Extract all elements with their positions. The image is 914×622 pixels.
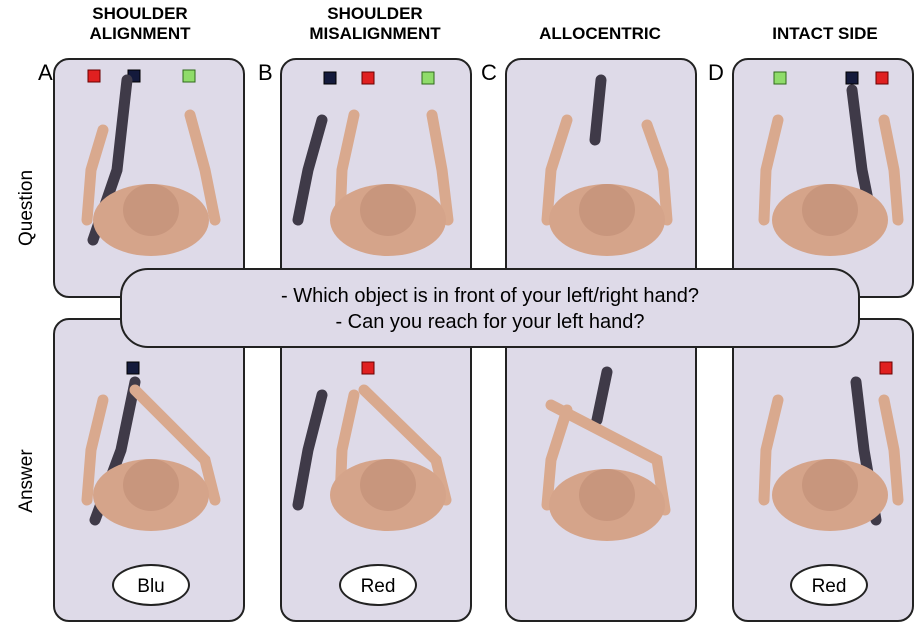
column-title-line2: ALIGNMENT (55, 24, 225, 44)
column-header-b: SHOULDER MISALIGNMENT (275, 4, 475, 44)
column-title-line1: INTACT SIDE (735, 24, 914, 44)
row-label-question: Question (16, 176, 38, 246)
question-line-1: - Which object is in front of your left/… (122, 283, 858, 309)
column-header-a: SHOULDER ALIGNMENT (55, 4, 225, 44)
column-title-line1: SHOULDER (55, 4, 225, 24)
question-line-2: - Can you reach for your left hand? (122, 309, 858, 335)
red-cube-icon (362, 362, 374, 374)
left-arm-icon (764, 120, 778, 220)
column-title-line1: ALLOCENTRIC (505, 24, 695, 44)
green-cube-icon (422, 72, 434, 84)
panel-b-question (280, 58, 472, 298)
panel-d-question (732, 58, 914, 298)
dark-arm-icon (595, 80, 601, 140)
panel-letter-a: A (38, 60, 53, 86)
question-prompt-box: - Which object is in front of your left/… (120, 268, 860, 348)
dark-arm-icon (298, 395, 322, 505)
panel-letter-d: D (708, 60, 724, 86)
navy-cube-icon (324, 72, 336, 84)
panel-letter-c: C (481, 60, 497, 86)
red-cube-icon (880, 362, 892, 374)
panel-a-question (53, 58, 245, 298)
column-title-line1: SHOULDER (275, 4, 475, 24)
figure-c-question (507, 60, 697, 298)
figure-d-question (734, 60, 914, 298)
figure-b-question (282, 60, 472, 298)
panel-c-answer (505, 318, 697, 622)
right-arm-icon (884, 400, 898, 500)
head-icon (123, 184, 179, 236)
head-icon (123, 459, 179, 511)
panel-a-answer: Blu (53, 318, 245, 622)
panel-b-answer: Red (280, 318, 472, 622)
green-cube-icon (183, 70, 195, 82)
panel-d-answer: Red (732, 318, 914, 622)
answer-bubble-b: Red (339, 564, 417, 606)
head-icon (360, 459, 416, 511)
head-icon (579, 184, 635, 236)
dark-arm-icon (597, 372, 607, 420)
figure-c-answer (507, 320, 697, 622)
red-cube-icon (362, 72, 374, 84)
head-icon (360, 184, 416, 236)
red-cube-icon (88, 70, 100, 82)
head-icon (802, 459, 858, 511)
figure-a-question (55, 60, 245, 298)
green-cube-icon (774, 72, 786, 84)
row-label-answer: Answer (16, 446, 38, 516)
dark-arm-icon (298, 120, 322, 220)
column-header-d: INTACT SIDE (735, 24, 914, 44)
answer-bubble-a: Blu (112, 564, 190, 606)
column-header-c: ALLOCENTRIC (505, 24, 695, 44)
answer-bubble-d: Red (790, 564, 868, 606)
right-arm-icon (884, 120, 898, 220)
head-icon (802, 184, 858, 236)
panel-letter-b: B (258, 60, 273, 86)
panel-c-question (505, 58, 697, 298)
navy-cube-icon (127, 362, 139, 374)
head-icon (579, 469, 635, 521)
navy-cube-icon (846, 72, 858, 84)
column-title-line2: MISALIGNMENT (275, 24, 475, 44)
red-cube-icon (876, 72, 888, 84)
